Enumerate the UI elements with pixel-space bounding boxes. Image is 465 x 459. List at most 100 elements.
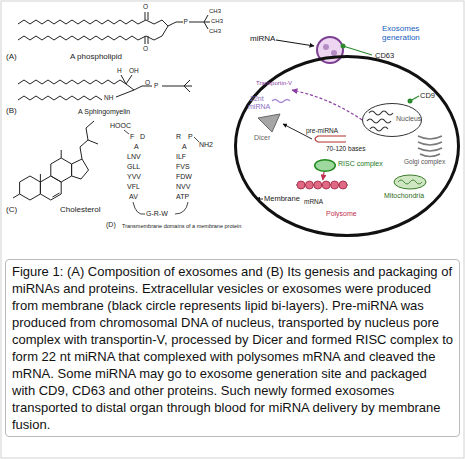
choline-head xyxy=(176,15,210,29)
atom-label: P xyxy=(184,18,188,25)
peptide-loop xyxy=(133,202,145,214)
risc-complex-shape xyxy=(315,160,336,172)
atom-label: O xyxy=(143,45,148,52)
risc-complex: RISC complex xyxy=(314,159,336,172)
amino-acid-label: ILF xyxy=(176,153,186,161)
molecule-label: pre-miRNA xyxy=(306,127,338,134)
dicer-enzyme xyxy=(258,114,280,132)
fatty-acid-tail xyxy=(18,20,176,26)
carbonyl-bond xyxy=(145,12,148,20)
group-label: CH3 xyxy=(211,18,223,25)
vesicle-cargo xyxy=(331,50,337,56)
panel-letter: (A) xyxy=(6,52,17,61)
organelle-label: Golgi complex xyxy=(404,158,445,165)
protein-label: CD9 xyxy=(420,92,435,101)
polysome-outline xyxy=(296,180,348,190)
amino-acid-label: P xyxy=(188,133,193,141)
figure-caption: Figure 1: (A) Composition of exosomes an… xyxy=(5,259,460,437)
ribosome-bead xyxy=(305,181,313,189)
cell-membrane-shape xyxy=(236,57,459,236)
mature-mirna xyxy=(272,100,290,103)
node-label: Polysome xyxy=(326,210,357,218)
ribosome-bead xyxy=(339,181,347,189)
amino-acid-label: AV xyxy=(129,193,138,201)
mirna-arrow xyxy=(276,40,314,46)
molecule-label: 22nt xyxy=(250,95,264,103)
terminus-label: HOOC xyxy=(110,122,131,130)
node-label: RISC complex xyxy=(338,160,383,168)
ribosome-bead xyxy=(314,181,322,189)
molecule-label: miRNA xyxy=(250,34,275,43)
node-label: Membrane xyxy=(264,195,300,204)
golgi-cisterna xyxy=(420,154,440,157)
group-label: CH3 xyxy=(209,28,221,35)
process-label: Exosomes generation xyxy=(382,24,434,42)
carbonyl-bond xyxy=(145,36,148,44)
steroid-ring xyxy=(72,159,89,179)
amino-acid-label: FDW xyxy=(176,173,192,181)
amino-acid-label: ATP xyxy=(176,193,189,201)
double-bond xyxy=(53,193,60,197)
panel-letter: (D) xyxy=(106,221,116,229)
node-label: Nucleus xyxy=(396,115,421,123)
golgi-cisterna xyxy=(418,142,442,145)
amino-acid-label: F xyxy=(130,133,134,141)
golgi-cisterna xyxy=(418,136,442,139)
pre-mirna-hairpin xyxy=(315,136,346,142)
amino-acid-label: G-R-W xyxy=(146,210,168,218)
chromosome xyxy=(370,127,388,131)
golgi-stack xyxy=(418,136,442,157)
amino-acid-label: YVV xyxy=(127,173,141,181)
amino-acid-label: A xyxy=(134,143,139,151)
structure-name: A Sphingomyelin xyxy=(78,108,130,116)
side-chain xyxy=(13,121,98,198)
molecule-label: mRNA xyxy=(304,198,323,205)
amino-acid-label: LNV xyxy=(127,153,141,161)
atom-label: NH xyxy=(104,94,113,101)
atom-label: OH xyxy=(129,67,139,74)
amino-acid-label: GLL xyxy=(127,163,140,171)
polysome: Polysome xyxy=(296,180,348,190)
vesicle-cargo xyxy=(323,44,329,50)
structure-name: A phospholipid xyxy=(70,52,122,61)
atom-label: O xyxy=(143,3,148,10)
molecule-label: miRNA xyxy=(248,103,270,111)
mitochondrial-cristae xyxy=(398,180,422,184)
amino-acid-label: R xyxy=(176,133,181,141)
peptide-loop xyxy=(124,130,129,134)
cd63-stalk xyxy=(343,46,372,55)
ribosome-bead xyxy=(322,181,330,189)
steroid-ring xyxy=(40,176,61,200)
size-label: 70-120 bases xyxy=(326,145,365,152)
chromosome xyxy=(367,119,391,123)
peptide-loop xyxy=(194,137,199,142)
amide-bond xyxy=(116,90,134,97)
atom-label: P xyxy=(154,82,158,89)
structure-name: Transmembrane domains of a membrane prot… xyxy=(122,223,241,229)
golgi-cisterna xyxy=(418,148,442,151)
cd9-marker xyxy=(408,99,413,104)
cholesterol-structure xyxy=(13,121,98,200)
group-label: CH3 xyxy=(209,8,221,15)
sphingosine-tail xyxy=(18,80,152,90)
protein-label: CD63 xyxy=(375,52,394,61)
amino-acid-label: VFL xyxy=(127,183,140,191)
amino-acid-label: D xyxy=(140,133,145,141)
chromosomes xyxy=(367,111,393,131)
peptide-loop xyxy=(175,202,188,214)
fatty-acid-tail xyxy=(18,96,102,100)
steroid-ring xyxy=(51,158,72,182)
ribosome-bead xyxy=(297,181,305,189)
ribosome-bead xyxy=(331,181,339,189)
atom-label: O xyxy=(145,79,150,86)
hydroxyl-bond xyxy=(121,75,132,84)
chromosome xyxy=(369,111,393,115)
steroid-ring xyxy=(20,176,41,200)
transport-arrow xyxy=(292,90,362,120)
atom-label: H xyxy=(117,67,122,74)
panel-letter: (C) xyxy=(6,205,17,214)
structure-name: Cholesterol xyxy=(60,205,100,214)
cd63-marker xyxy=(341,44,346,49)
